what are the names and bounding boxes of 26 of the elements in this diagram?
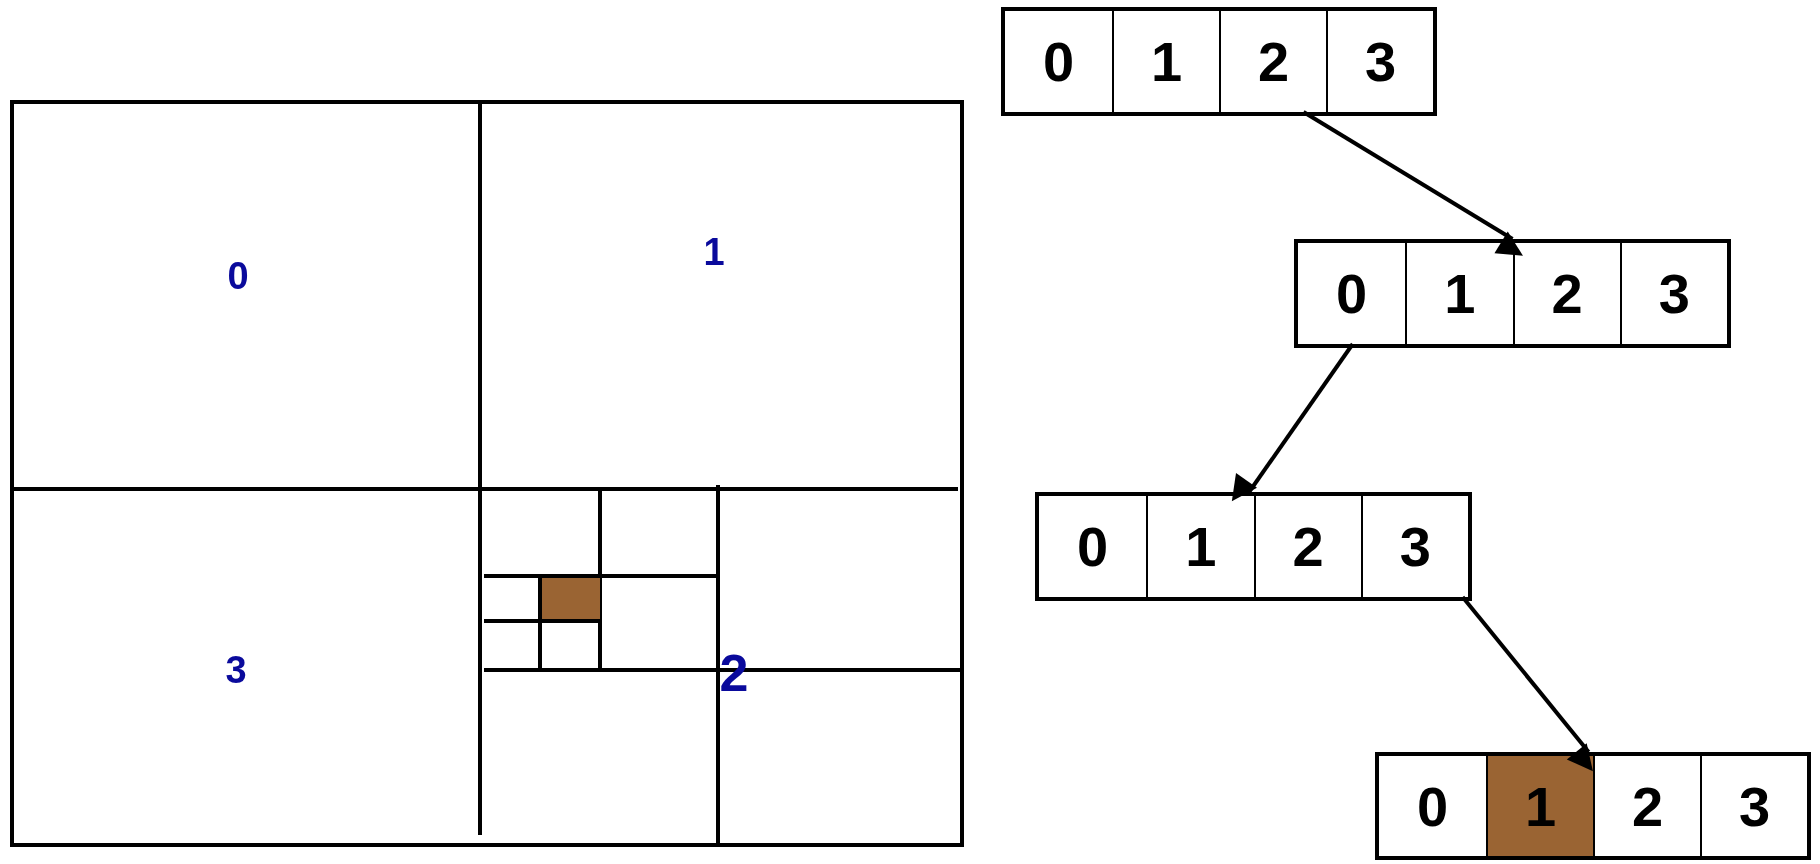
array-box — [1035, 492, 1472, 601]
array-cell: 0 — [1298, 243, 1406, 344]
array-box — [1001, 7, 1437, 116]
quadrant-number: 0 — [227, 257, 249, 295]
array-cell: 1 — [1486, 756, 1593, 856]
array-cell: 1 — [1112, 11, 1219, 112]
array-cell: 2 — [1253, 496, 1361, 597]
array-cell: 3 — [1619, 243, 1727, 344]
quadrant-number: 1 — [703, 233, 725, 271]
arrow — [1302, 110, 1523, 256]
array-cell: 0 — [1039, 496, 1147, 597]
arrow — [1231, 342, 1355, 502]
array-cell: 2 — [1593, 756, 1700, 856]
array-cell: 0 — [1379, 756, 1486, 856]
array-cell: 0 — [1005, 11, 1112, 112]
array-cell: 2 — [1512, 243, 1620, 344]
quadrant-number: 3 — [225, 651, 247, 689]
array-box — [1294, 239, 1731, 348]
array-cell: 1 — [1146, 496, 1254, 597]
array-cell: 3 — [1326, 11, 1433, 112]
array-cell: 2 — [1219, 11, 1326, 112]
arrow — [1461, 595, 1593, 772]
array-box — [1375, 752, 1811, 860]
array-cell: 3 — [1360, 496, 1468, 597]
array-cell: 3 — [1700, 756, 1807, 856]
array-cell: 1 — [1405, 243, 1513, 344]
